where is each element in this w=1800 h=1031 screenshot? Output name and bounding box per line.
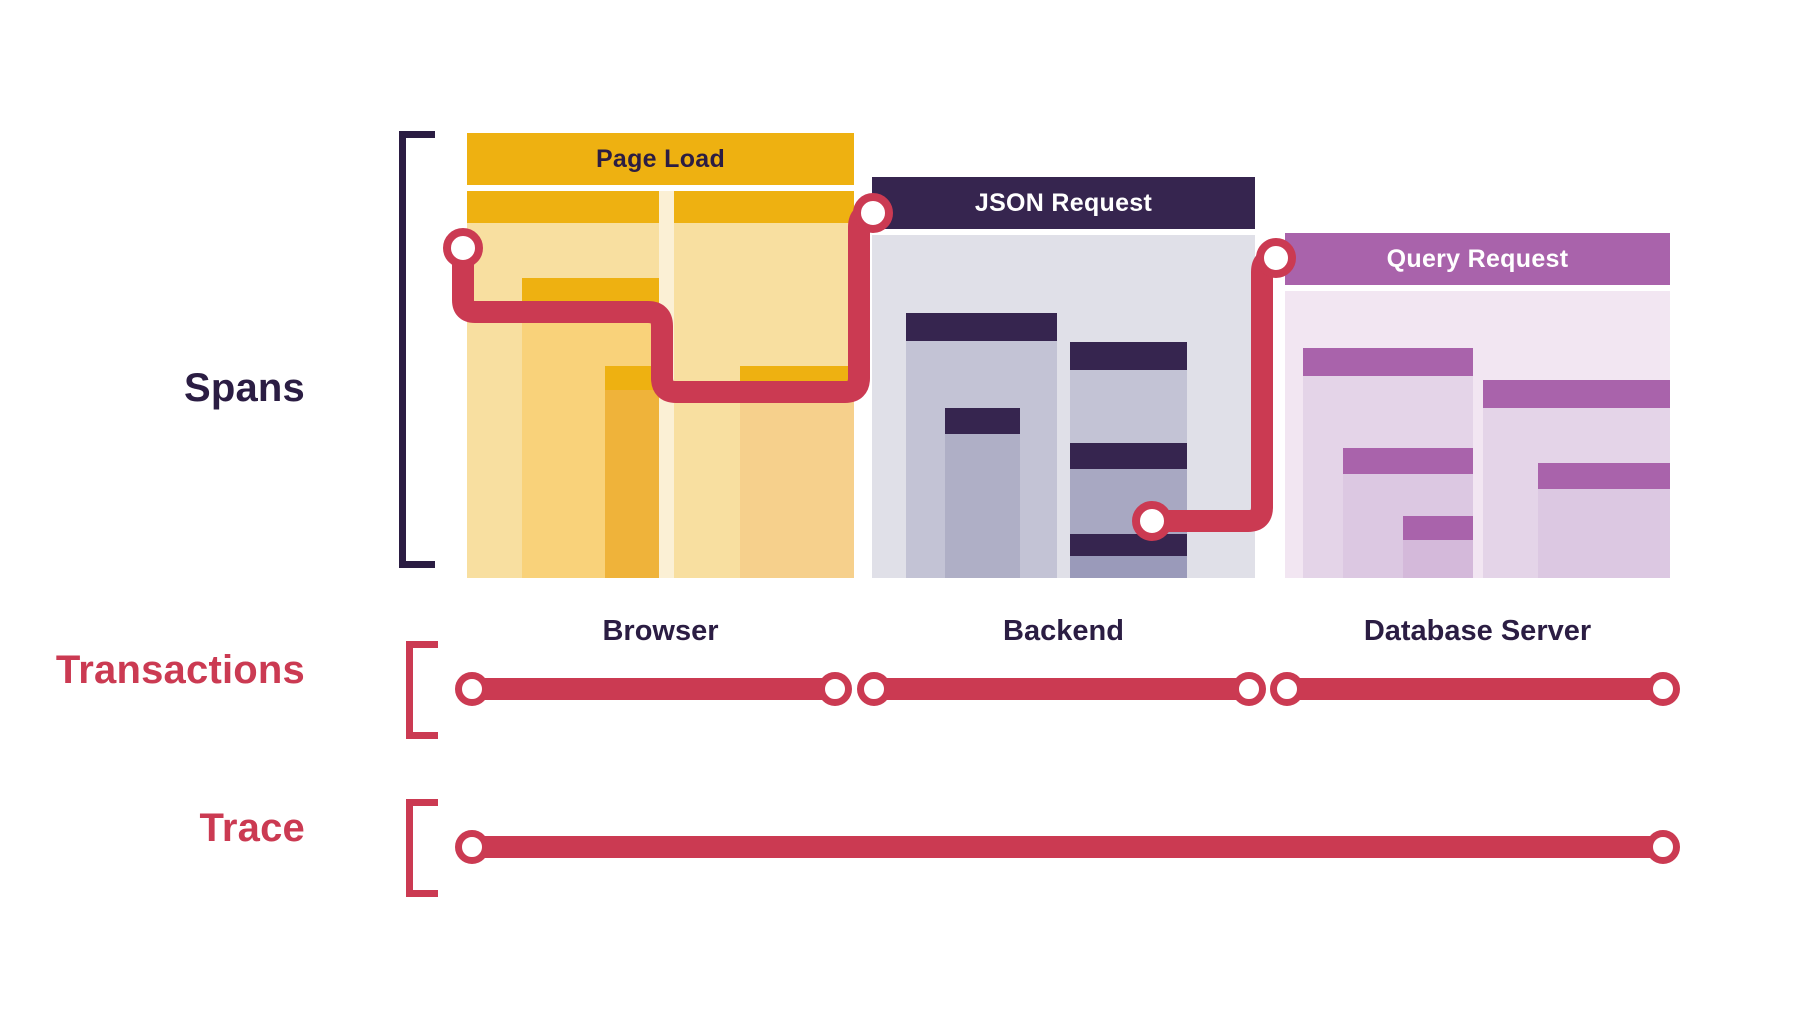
span-bar (740, 366, 854, 578)
span-bar-cap (945, 408, 1020, 434)
span-bar (1403, 516, 1473, 578)
service-caption-database: Database Server (1363, 615, 1592, 647)
span-bar-cap (1403, 516, 1473, 540)
service-title-backend: JSON Request (872, 177, 1255, 229)
span-bar-cap (906, 313, 1057, 341)
span-bar-cap (1538, 463, 1670, 489)
span-bar (1070, 534, 1187, 578)
span-bars-backend (872, 235, 1255, 578)
row-label-spans: Spans (183, 366, 305, 410)
service-block-browser: Page Load (467, 133, 854, 578)
span-bar-cap (674, 191, 854, 223)
span-bar-cap (522, 278, 659, 306)
span-bars-database (1285, 291, 1670, 578)
transaction-bar-backend (872, 678, 1249, 700)
trace-node-start (455, 830, 489, 864)
span-bar (1538, 463, 1670, 578)
span-bar-cap (605, 366, 659, 390)
span-bar-cap (467, 191, 659, 223)
transaction-bar-database (1285, 678, 1663, 700)
span-bar (945, 408, 1020, 578)
span-bar-cap (740, 366, 854, 390)
span-bar-cap (1343, 448, 1473, 474)
service-block-backend: JSON Request (872, 177, 1255, 578)
bracket-spans (399, 131, 435, 568)
trace-node-end (1646, 830, 1680, 864)
span-bar-cap (1483, 380, 1670, 408)
transaction-bar-browser (470, 678, 835, 700)
transaction-node-backend-start (857, 672, 891, 706)
service-body-backend (872, 235, 1255, 578)
transaction-node-database-start (1270, 672, 1304, 706)
service-caption-backend: Backend (1003, 615, 1124, 647)
service-title-database: Query Request (1285, 233, 1670, 285)
row-label-trace: Trace (199, 806, 305, 850)
row-label-transactions: Transactions (55, 648, 305, 692)
trace-bar (470, 836, 1663, 858)
transaction-node-browser-end (818, 672, 852, 706)
service-title-browser: Page Load (467, 133, 854, 185)
bracket-transactions (406, 641, 438, 739)
transaction-node-database-end (1646, 672, 1680, 706)
transaction-node-browser-start (455, 672, 489, 706)
bracket-trace (406, 799, 438, 897)
span-bar-cap (1070, 342, 1187, 370)
span-bar-cap (1070, 443, 1187, 469)
span-bar (605, 366, 659, 578)
span-bar-cap (1303, 348, 1473, 376)
service-body-browser (467, 191, 854, 578)
span-bar-cap (1070, 534, 1187, 556)
span-bars-browser (467, 191, 854, 578)
service-body-database (1285, 291, 1670, 578)
transaction-node-backend-end (1232, 672, 1266, 706)
service-caption-browser: Browser (602, 615, 719, 647)
service-block-database: Query Request (1285, 233, 1670, 578)
